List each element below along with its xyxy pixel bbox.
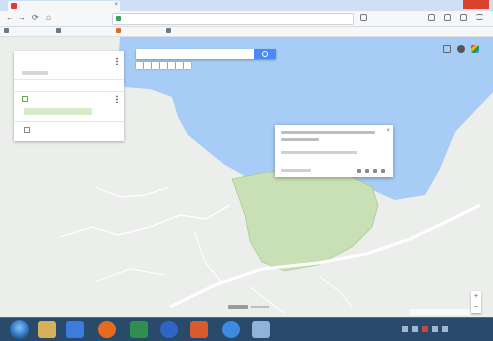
close-icon[interactable]: × <box>386 128 390 134</box>
paint-icon[interactable] <box>252 321 270 338</box>
bookmark-item[interactable] <box>4 28 11 35</box>
zoom-control: + − <box>471 291 481 313</box>
google-logo-icon[interactable] <box>471 45 479 53</box>
search-input[interactable] <box>136 49 254 59</box>
tray-icon[interactable] <box>422 326 428 332</box>
menu-icon[interactable] <box>476 14 483 20</box>
spreadsheet-icon[interactable] <box>130 321 148 338</box>
url-bar[interactable] <box>112 13 354 25</box>
zoom-in-button[interactable]: + <box>473 293 479 300</box>
road <box>169 203 481 309</box>
popup-title-bar <box>281 131 375 134</box>
road <box>149 204 231 228</box>
layer-checkbox[interactable] <box>22 96 28 102</box>
forward-button[interactable]: → <box>18 13 26 22</box>
google-maps-icon <box>11 3 17 9</box>
road <box>94 186 169 198</box>
search-button[interactable] <box>254 49 276 59</box>
pocket-icon[interactable] <box>360 14 367 21</box>
directions-icon[interactable] <box>176 62 183 69</box>
home-button[interactable]: ⌂ <box>46 13 51 22</box>
feature-info-popup: × <box>275 125 393 177</box>
close-icon[interactable]: × <box>114 2 118 8</box>
layer-options-icon[interactable] <box>116 95 118 103</box>
folder-icon <box>4 28 9 33</box>
water-body <box>118 37 493 200</box>
reload-button[interactable]: ⟳ <box>32 13 39 22</box>
folder-icon <box>56 28 61 33</box>
browser-icon[interactable] <box>222 321 240 338</box>
window-close-button[interactable] <box>463 0 489 9</box>
drawing-toolbar <box>136 62 192 69</box>
undo-icon[interactable] <box>136 62 143 69</box>
volume-icon[interactable] <box>442 326 448 332</box>
tab-strip: × <box>0 0 493 11</box>
chrome-icon[interactable] <box>66 321 84 338</box>
road <box>249 286 285 314</box>
file-explorer-icon[interactable] <box>38 321 56 338</box>
map-description <box>22 71 48 75</box>
map-attribution <box>410 309 470 315</box>
draw-line-icon[interactable] <box>168 62 175 69</box>
zoom-out-button[interactable]: − <box>473 304 479 311</box>
minimize-button[interactable] <box>430 0 442 9</box>
map-search-box <box>136 49 276 59</box>
feature-row-selected[interactable] <box>24 108 92 115</box>
map-graphics <box>59 37 493 314</box>
photo-icon[interactable] <box>373 169 377 173</box>
popup-title-bar <box>281 138 319 141</box>
lock-icon <box>116 16 121 21</box>
search-icon <box>262 51 268 57</box>
bookmarks-bar <box>0 27 493 37</box>
hand-icon[interactable] <box>152 62 159 69</box>
grid-apps-icon[interactable] <box>443 45 451 53</box>
divider <box>14 79 124 80</box>
ruler-icon[interactable] <box>184 62 191 69</box>
road <box>59 226 151 238</box>
bookmark-item[interactable] <box>166 28 173 35</box>
road <box>194 231 223 284</box>
library-icon[interactable] <box>444 14 451 21</box>
more-options-icon[interactable] <box>116 57 118 65</box>
start-button[interactable] <box>10 320 29 339</box>
map-canvas[interactable]: × + − <box>0 37 493 317</box>
account-avatar[interactable] <box>457 45 465 53</box>
style-icon[interactable] <box>357 169 361 173</box>
browser-window: × ← → ⟳ ⌂ <box>0 0 493 317</box>
delete-icon[interactable] <box>381 169 385 173</box>
tray-icon[interactable] <box>412 326 418 332</box>
road <box>94 268 166 283</box>
download-icon[interactable] <box>428 14 435 21</box>
edit-icon[interactable] <box>365 169 369 173</box>
maximize-button[interactable] <box>447 0 459 9</box>
browser-toolbar: ← → ⟳ ⌂ <box>0 11 493 27</box>
divider <box>14 121 124 122</box>
star-icon <box>116 28 121 33</box>
divider <box>14 91 124 92</box>
windows-taskbar <box>0 317 493 341</box>
app-icon[interactable] <box>160 321 178 338</box>
marker-icon[interactable] <box>160 62 167 69</box>
popup-meta-bar <box>281 169 311 172</box>
back-button[interactable]: ← <box>6 13 14 22</box>
network-icon[interactable] <box>432 326 438 332</box>
layer-panel <box>14 51 124 141</box>
redo-icon[interactable] <box>144 62 151 69</box>
bookmark-item[interactable] <box>56 28 63 35</box>
globe-icon <box>166 28 171 33</box>
base-map-expand-icon[interactable] <box>24 127 30 133</box>
sidebar-icon[interactable] <box>460 14 467 21</box>
google-watermark <box>228 304 270 310</box>
app-icon[interactable] <box>190 321 208 338</box>
popup-coordinates-bar <box>281 151 357 154</box>
tray-icon[interactable] <box>402 326 408 332</box>
road <box>319 276 353 308</box>
firefox-icon[interactable] <box>98 321 116 338</box>
tab-google-my-maps[interactable]: × <box>8 1 120 11</box>
bookmark-item[interactable] <box>116 28 123 35</box>
